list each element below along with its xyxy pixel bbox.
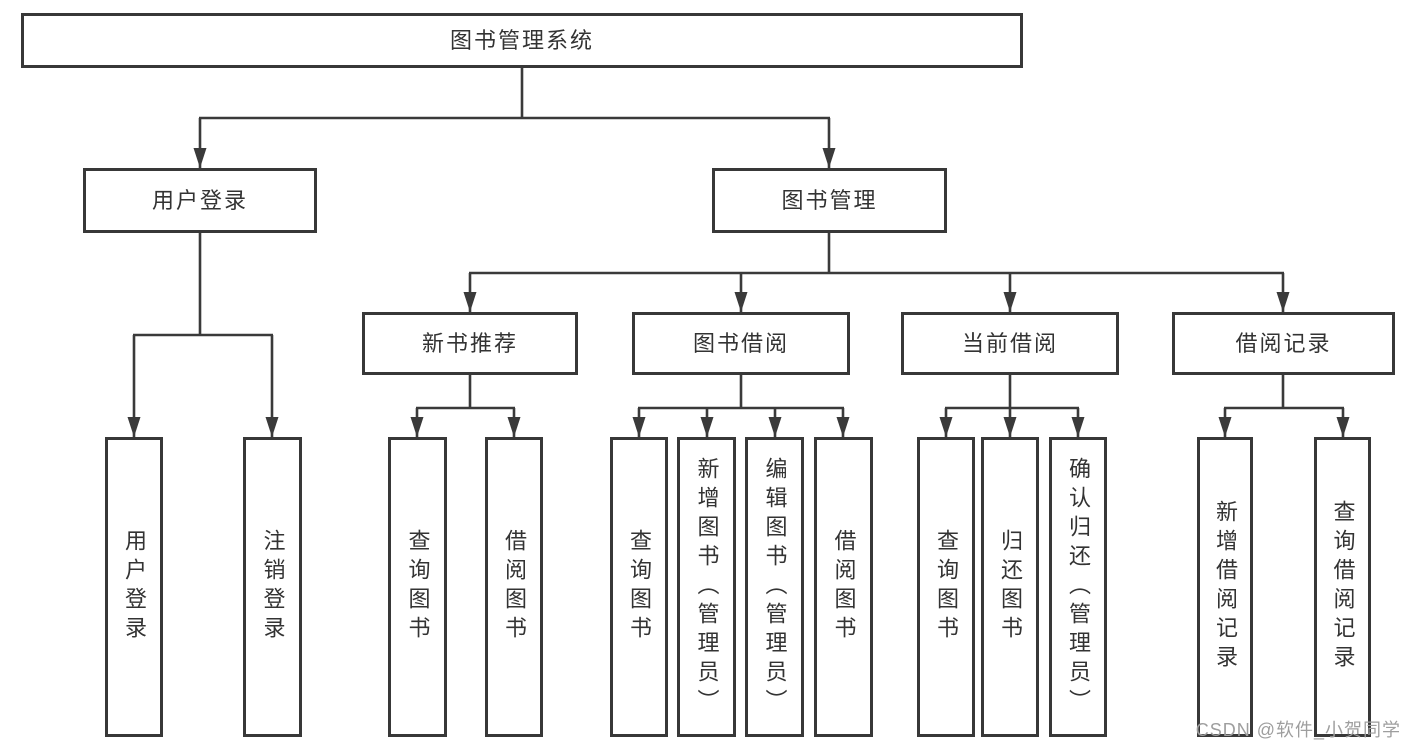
leaf-confirm-return-admin: 确认归还（管理员）: [1049, 437, 1107, 737]
leaf-logout: 注销登录: [243, 437, 302, 737]
leaf-add-borrow-record: 新增借阅记录: [1197, 437, 1253, 737]
leaf-label: 确认归还（管理员）: [1066, 456, 1091, 718]
leaf-label: 用户登录: [122, 529, 147, 645]
leaf-user-login: 用户登录: [105, 437, 163, 737]
leaf-label: 借阅图书: [502, 529, 527, 645]
leaf-query-books-current: 查询图书: [917, 437, 975, 737]
node-book-borrow: 图书借阅: [632, 312, 850, 375]
leaf-label: 查询图书: [934, 529, 959, 645]
leaf-query-books-borrow: 查询图书: [610, 437, 668, 737]
node-current-borrow: 当前借阅: [901, 312, 1119, 375]
csdn-watermark: CSDN @软件_小贺同学: [1195, 720, 1401, 740]
leaf-label: 查询图书: [405, 529, 431, 645]
leaf-return-books: 归还图书: [981, 437, 1039, 737]
leaf-label: 新增图书（管理员）: [694, 456, 720, 718]
leaf-query-books-recommend: 查询图书: [388, 437, 447, 737]
leaf-label: 借阅图书: [831, 529, 857, 645]
node-library-management-system: 图书管理系统: [21, 13, 1023, 68]
node-user-login: 用户登录: [83, 168, 317, 233]
leaf-label: 注销登录: [260, 529, 286, 645]
leaf-label: 查询借阅记录: [1330, 500, 1356, 674]
node-book-management: 图书管理: [712, 168, 947, 233]
leaf-label: 查询图书: [627, 529, 652, 645]
leaf-add-books-admin: 新增图书（管理员）: [677, 437, 736, 737]
node-borrow-record: 借阅记录: [1172, 312, 1395, 375]
leaf-label: 新增借阅记录: [1213, 500, 1238, 674]
leaf-borrow-books-recommend: 借阅图书: [485, 437, 543, 737]
leaf-borrow-books: 借阅图书: [814, 437, 873, 737]
leaf-edit-books-admin: 编辑图书（管理员）: [745, 437, 804, 737]
leaf-query-borrow-record: 查询借阅记录: [1314, 437, 1371, 737]
leaf-label: 编辑图书（管理员）: [762, 456, 788, 718]
node-new-book-recommend: 新书推荐: [362, 312, 578, 375]
leaf-label: 归还图书: [998, 529, 1023, 645]
